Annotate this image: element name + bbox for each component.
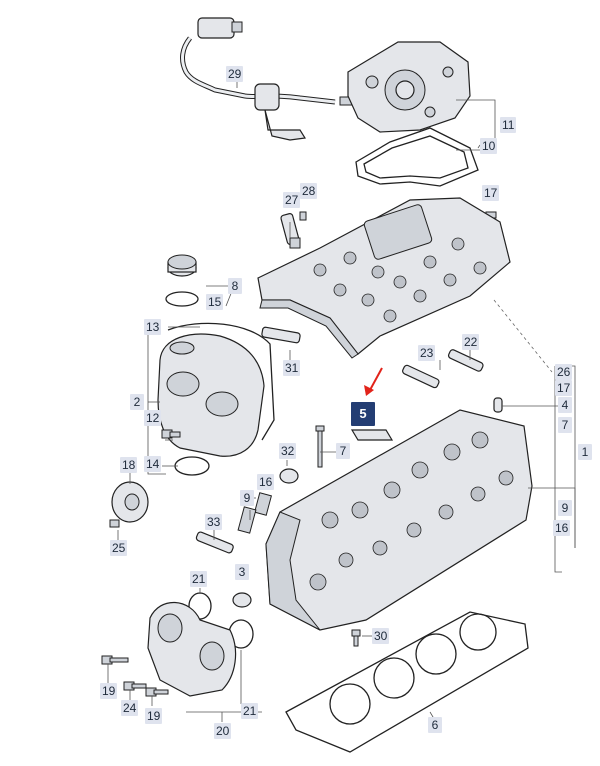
tube-31-part — [261, 326, 301, 344]
plug-4-part — [493, 397, 503, 413]
cap-3-part — [232, 592, 252, 608]
bolt-24-part — [123, 681, 147, 691]
callout-29[interactable]: 29 — [226, 66, 244, 82]
callout-4[interactable]: 4 — [558, 397, 572, 413]
callout-15[interactable]: 15 — [206, 294, 224, 310]
timing-cover-part — [157, 322, 275, 457]
red-pointer-arrow — [364, 367, 383, 396]
callout-33[interactable]: 33 — [205, 514, 223, 530]
callout-31[interactable]: 31 — [283, 360, 301, 376]
callout-28[interactable]: 28 — [300, 183, 318, 199]
cylinder-head-part — [265, 409, 533, 631]
callout-16-right[interactable]: 16 — [553, 520, 571, 536]
leader-lines — [107, 73, 576, 723]
callout-21-lower[interactable]: 21 — [241, 703, 259, 719]
callout-26[interactable]: 26 — [555, 364, 573, 380]
callout-7-right[interactable]: 7 — [558, 417, 572, 433]
callout-25[interactable]: 25 — [110, 540, 128, 556]
callout-20[interactable]: 20 — [214, 723, 232, 739]
callout-13[interactable]: 13 — [144, 319, 162, 335]
oil-separator-part — [347, 41, 471, 133]
callout-30[interactable]: 30 — [372, 628, 390, 644]
callout-32[interactable]: 32 — [279, 443, 297, 459]
callout-14[interactable]: 14 — [144, 456, 162, 472]
callout-7-center[interactable]: 7 — [336, 443, 350, 459]
bolt-7-part — [315, 425, 325, 468]
callout-9-left[interactable]: 9 — [240, 490, 254, 506]
bolt-25-part — [109, 519, 120, 528]
bolt-19-left-part — [101, 655, 129, 665]
tube-33-part — [195, 531, 234, 554]
callout-19-right[interactable]: 19 — [145, 708, 163, 724]
sprocket-18-part — [111, 481, 149, 523]
callout-6[interactable]: 6 — [428, 717, 442, 733]
callout-23[interactable]: 23 — [418, 345, 436, 361]
callout-10[interactable]: 10 — [480, 138, 498, 154]
callout-11[interactable]: 11 — [500, 117, 517, 133]
callout-18[interactable]: 18 — [120, 457, 138, 473]
callout-12[interactable]: 12 — [144, 410, 162, 426]
callout-16-left[interactable]: 16 — [257, 474, 275, 490]
head-gasket-part — [285, 611, 529, 753]
tube-23-part — [402, 364, 440, 389]
cap-32-part — [279, 468, 299, 484]
callout-9-right[interactable]: 9 — [558, 500, 572, 516]
tube-22-part — [447, 349, 484, 372]
camshaft-housing-part — [257, 197, 511, 359]
callout-8[interactable]: 8 — [228, 278, 242, 294]
callout-27[interactable]: 27 — [283, 192, 301, 208]
callout-21-upper[interactable]: 21 — [190, 571, 208, 587]
callout-24[interactable]: 24 — [121, 700, 139, 716]
callout-3[interactable]: 3 — [235, 564, 249, 580]
oil-filler-cap-part — [165, 254, 199, 307]
callout-2[interactable]: 2 — [130, 394, 144, 410]
bolt-30-part — [351, 629, 361, 647]
callout-17-upper[interactable]: 17 — [482, 185, 500, 201]
bolt-19-right-part — [145, 687, 169, 697]
o-ring-14-part — [174, 456, 210, 476]
spring-9-part — [237, 506, 257, 534]
callout-5-highlighted[interactable]: 5 — [351, 402, 375, 426]
separator-gasket-part — [355, 127, 479, 187]
callout-1[interactable]: 1 — [578, 444, 592, 460]
spring-16-part — [254, 492, 272, 516]
sensor-part — [280, 211, 307, 249]
plate-5-part — [350, 429, 394, 441]
breather-hose-part — [180, 17, 355, 141]
callout-19-left[interactable]: 19 — [100, 683, 118, 699]
callout-22[interactable]: 22 — [462, 334, 480, 350]
pump-housing-part — [147, 601, 237, 697]
callout-17-lower[interactable]: 17 — [555, 380, 573, 396]
bolt-12-part — [161, 429, 181, 439]
